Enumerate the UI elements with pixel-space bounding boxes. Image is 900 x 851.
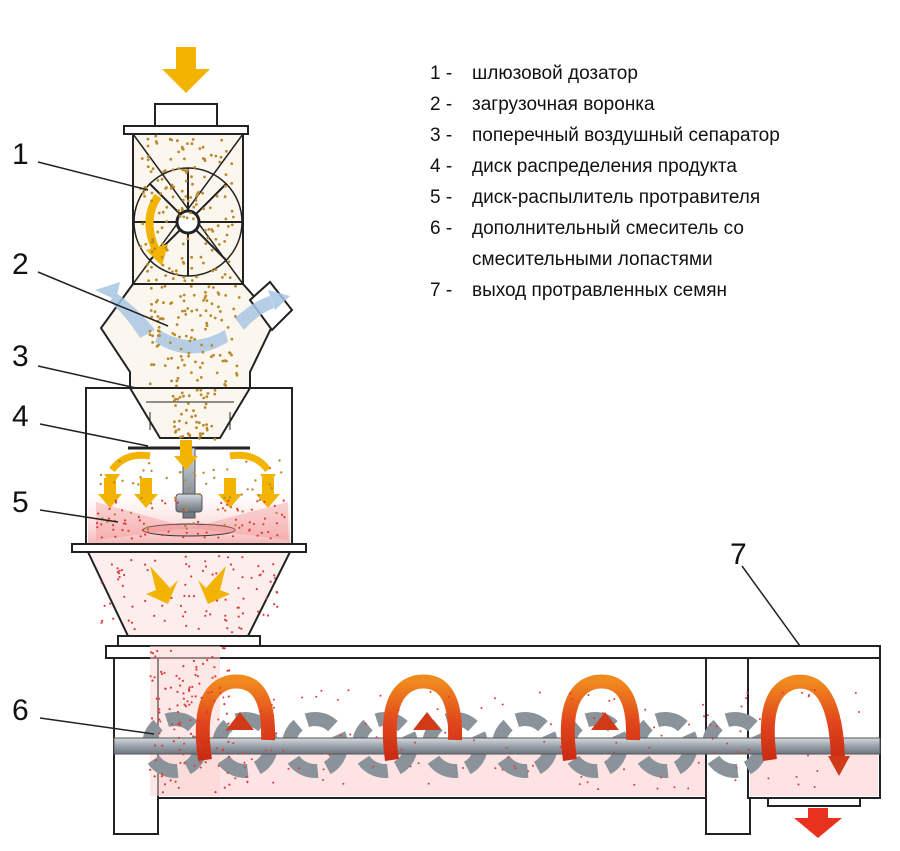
air-flow-arrows: [95, 282, 290, 354]
callout-5: 5: [12, 486, 29, 519]
callout-6: 6: [12, 694, 29, 727]
outflow-arrow-icon: [794, 808, 842, 838]
legend-item-2: 2 - загрузочная воронка: [430, 94, 655, 115]
legend-item-3: 3 - поперечный воздушный сепаратор: [430, 125, 780, 146]
legend-item-1: 1 - шлюзовой дозатор: [430, 63, 638, 84]
callout-7: 7: [730, 538, 747, 571]
inflow-arrow-icon: [162, 47, 210, 93]
flow-arrows: [98, 440, 280, 508]
lower-funnel: [86, 551, 292, 637]
callout-4: 4: [12, 400, 29, 433]
callout-1: 1: [12, 138, 29, 171]
loading-hopper: [99, 280, 294, 389]
lock-feeder: [123, 103, 249, 285]
seed-particles: [95, 134, 860, 794]
legend-item-6-continued: смесительными лопастями: [472, 249, 713, 270]
rotation-arrow-icon: [145, 193, 162, 252]
legend-item-7: 7 - выход протравленных семян: [430, 280, 728, 301]
rotation-arrows: [195, 674, 845, 761]
callout-2: 2: [12, 248, 29, 281]
callout-3: 3: [12, 340, 29, 373]
leader-lines: [37, 161, 801, 735]
legend-item-4: 4 - диск распределения продукта: [430, 156, 737, 177]
legend: 1 - шлюзовой дозатор 2 - загрузочная вор…: [430, 58, 870, 306]
mixer-shaft: [113, 737, 881, 755]
legend-item-5: 5 - диск-распылитель протравителя: [430, 187, 761, 208]
legend-item-6: 6 - дополнительный смеситель со: [430, 218, 744, 239]
